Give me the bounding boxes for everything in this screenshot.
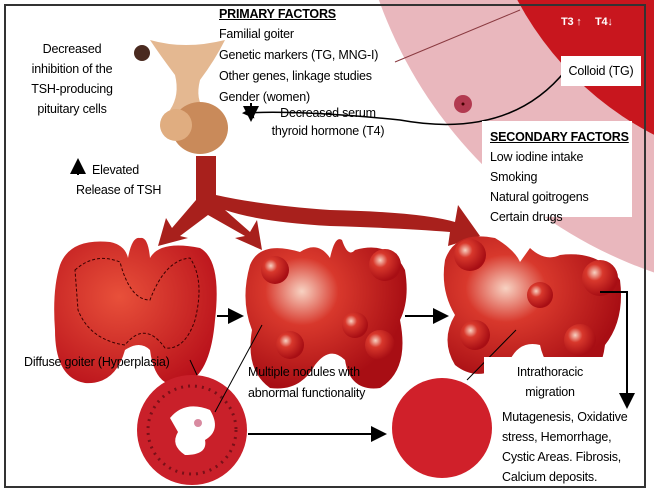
migration-label-bg: [484, 357, 619, 397]
secondary-factors-box: [482, 121, 632, 217]
primary-factors-title: PRIMARY FACTORS: [219, 7, 336, 21]
secondary-factors-title: SECONDARY FACTORS: [490, 130, 629, 144]
colloid-label: Colloid (TG): [561, 56, 641, 86]
outcomes-line: Mutagenesis, Oxidative: [502, 410, 628, 424]
colloid-nodule-section: [392, 378, 492, 478]
outcomes-line: Cystic Areas. Fibrosis,: [502, 450, 622, 464]
nodules-label-line: Multiple nodules with: [248, 365, 360, 379]
migration-label-line: Intrathoracic: [516, 365, 584, 379]
connector-lines: [189, 324, 517, 413]
primary-factor-item: Gender (women): [219, 90, 310, 104]
tsh-pathway-vessel: [158, 156, 480, 250]
serum-label-line: thyroid hormone (T4): [271, 124, 385, 138]
diffuse-goiter-label: Diffuse goiter (Hyperplasia): [24, 355, 170, 369]
pituitary-label-line: pituitary cells: [37, 102, 107, 116]
outcomes-line: stress, Hemorrhage,: [502, 430, 612, 444]
secondary-factor-item: Certain drugs: [490, 210, 563, 224]
diffuse-goiter-illustration: [54, 237, 217, 386]
secondary-factor-item: Low iodine intake: [490, 150, 584, 164]
hyperplastic-follicle-section: [137, 375, 247, 485]
t3-increase-label: T3 ↑: [561, 16, 582, 28]
progression-arrows: [70, 69, 635, 442]
t4-decrease-label: T4↓: [595, 16, 613, 28]
intrathoracic-goiter-illustration: [443, 236, 621, 385]
primary-factor-item: Other genes, linkage studies: [219, 69, 372, 83]
serum-label-line: Decreased serum: [280, 106, 376, 120]
tsh-label-line: Elevated: [92, 163, 140, 177]
outcomes-line: Calcium deposits.: [502, 470, 598, 484]
multinodular-goiter-illustration: [245, 239, 407, 389]
nodules-label-line: abnormal functionality: [248, 386, 366, 400]
secondary-factor-item: Natural goitrogens: [490, 190, 589, 204]
pituitary-label-line: TSH-producing: [31, 82, 113, 96]
migration-label-line: migration: [525, 385, 575, 399]
primary-factor-item: Genetic markers (TG, MNG-I): [219, 48, 379, 62]
pituitary-label-line: inhibition of the: [31, 62, 113, 76]
primary-factor-item: Familial goiter: [219, 27, 294, 41]
pituitary-label-line: Decreased: [42, 42, 102, 56]
secondary-factor-item: Smoking: [490, 170, 538, 184]
tsh-label-line: Release of TSH: [76, 183, 162, 197]
diagram-frame: [4, 4, 646, 488]
pituitary-gland: [134, 40, 228, 154]
